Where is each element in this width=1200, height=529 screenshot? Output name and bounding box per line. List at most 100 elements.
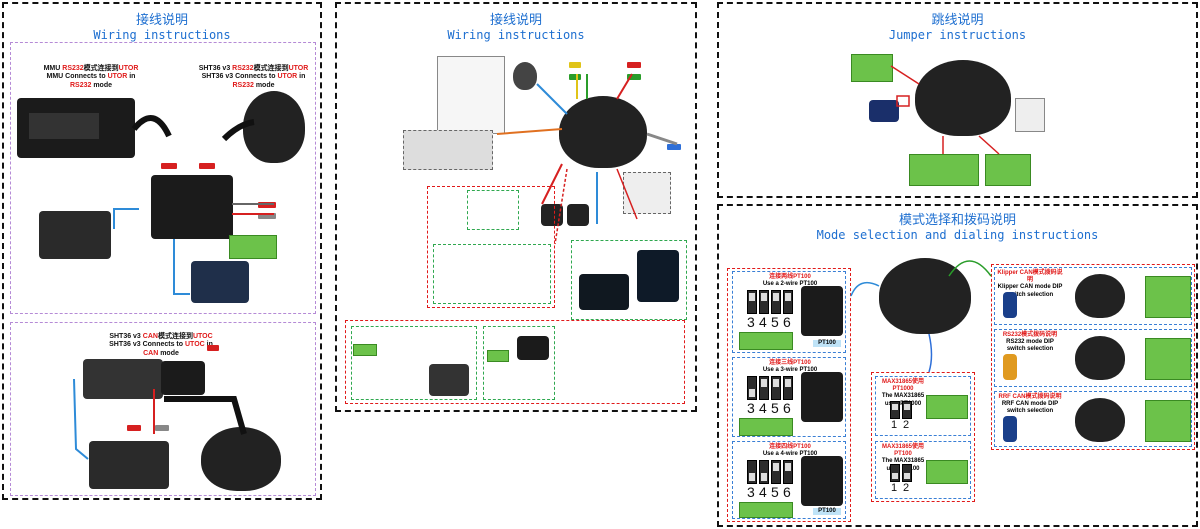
- dip-image: [1003, 292, 1017, 318]
- mmu-connector: [29, 113, 99, 139]
- pt1000-card: [637, 250, 679, 302]
- red-label: [207, 345, 219, 351]
- dip-switch-3: [747, 376, 757, 400]
- pi-board-top: [83, 359, 163, 399]
- red-label: [161, 163, 177, 169]
- dip-number: 3: [747, 400, 755, 416]
- can-wiring-box: SHT36 v3 CAN模式连接到UTOC SHT36 v3 Connects …: [10, 322, 316, 496]
- utoc-board: [161, 361, 205, 395]
- red-label: [199, 163, 215, 169]
- green-note: [739, 418, 793, 436]
- text-note-box: [403, 130, 493, 170]
- dip-switch-4: [759, 376, 769, 400]
- grey-label: [155, 425, 169, 431]
- jumper-note: [909, 154, 979, 186]
- dip-number: 4: [759, 314, 767, 330]
- dip-switch-3: [747, 290, 757, 314]
- bltouch-inner-left: [351, 326, 477, 400]
- dip-switch-6: [783, 290, 793, 314]
- pt100-board: [801, 456, 843, 506]
- dip-switch-3: [747, 460, 757, 484]
- pi-board-bottom: [89, 441, 169, 489]
- dip-number: 5: [771, 400, 779, 416]
- green-note: [739, 502, 793, 518]
- title-en: Wiring instructions: [447, 27, 585, 42]
- dip-switch-1: [890, 464, 900, 482]
- green-note: [487, 350, 509, 362]
- probe-photo: [429, 364, 469, 396]
- bltouch-box: [345, 320, 685, 404]
- pt100-board: [801, 372, 843, 422]
- title-cn: 跳线说明: [931, 13, 984, 28]
- pt1000-box: [571, 240, 687, 320]
- board-image: [1075, 398, 1125, 442]
- sensor-probe-box: [433, 244, 551, 304]
- board-image: [1075, 336, 1125, 380]
- probe-image: [579, 274, 629, 310]
- dip-switch-2: [902, 401, 912, 419]
- dip-number: 4: [759, 484, 767, 500]
- mmu-caption: MMU RS232模式连接到UTOR MMU Connects to UTOR …: [43, 65, 139, 89]
- sht36-can-caption: SHT36 v3 CAN模式连接到UTOC SHT36 v3 Connects …: [109, 333, 213, 357]
- dip-number: 1: [891, 482, 898, 494]
- dip-number: 2: [903, 419, 910, 431]
- green-note: [229, 235, 277, 259]
- sensor-options-box: [427, 186, 555, 308]
- raspberry-pi-board: [39, 211, 111, 259]
- sht36-board: [243, 91, 305, 163]
- mode-connectors: [850, 260, 992, 373]
- sht36-rs232-caption: SHT36 v3 RS232模式连接到UTOR SHT36 v3 Connect…: [198, 65, 309, 89]
- fan-2: [567, 204, 589, 226]
- pt100-label: PT100: [813, 508, 841, 516]
- dip-switch-6: [783, 376, 793, 400]
- panel-title: 模式选择和拨码说明 Mode selection and dialing ins…: [719, 210, 1196, 243]
- green-note: [1145, 338, 1191, 380]
- dip-switch-6: [783, 460, 793, 484]
- title-en: Wiring instructions: [93, 27, 231, 42]
- pt100-board: [801, 286, 843, 336]
- green-label: [627, 74, 641, 80]
- blue-label: [667, 144, 681, 150]
- dip-number: 2: [903, 482, 910, 494]
- dip-number: 5: [771, 484, 779, 500]
- mode-board: [879, 258, 971, 334]
- dip-switch-5: [771, 290, 781, 314]
- green-note: [926, 460, 968, 484]
- jumper-header: [869, 100, 899, 122]
- wiring-panel-middle: 接线说明 Wiring instructions: [335, 2, 697, 412]
- fan-device: [513, 62, 537, 90]
- jumper-panel: 跳线说明 Jumper instructions: [717, 2, 1198, 198]
- panel-title: 接线说明 Wiring instructions: [4, 10, 320, 43]
- green-note: [926, 395, 968, 419]
- jumper-detail: [1015, 98, 1045, 132]
- left-wires: [73, 115, 274, 460]
- sensor-inner-box: [467, 190, 519, 230]
- dip-image: [1003, 354, 1017, 380]
- green-note: [353, 344, 377, 356]
- red-label: [127, 425, 141, 431]
- dip-number: 6: [783, 314, 791, 330]
- jumper-note: [985, 154, 1031, 186]
- dip-number: 3: [747, 314, 755, 330]
- grey-label: [258, 213, 276, 219]
- dip-switch-5: [771, 376, 781, 400]
- dip-switch-4: [759, 290, 769, 314]
- red-label: [627, 62, 641, 68]
- stepper-board: [191, 261, 249, 303]
- dip-number: 1: [891, 419, 898, 431]
- main-board: [559, 96, 647, 168]
- title-cn: 模式选择和拨码说明: [898, 213, 1016, 228]
- bltouch-inner-right: [483, 326, 555, 400]
- dip-switch-4: [759, 460, 769, 484]
